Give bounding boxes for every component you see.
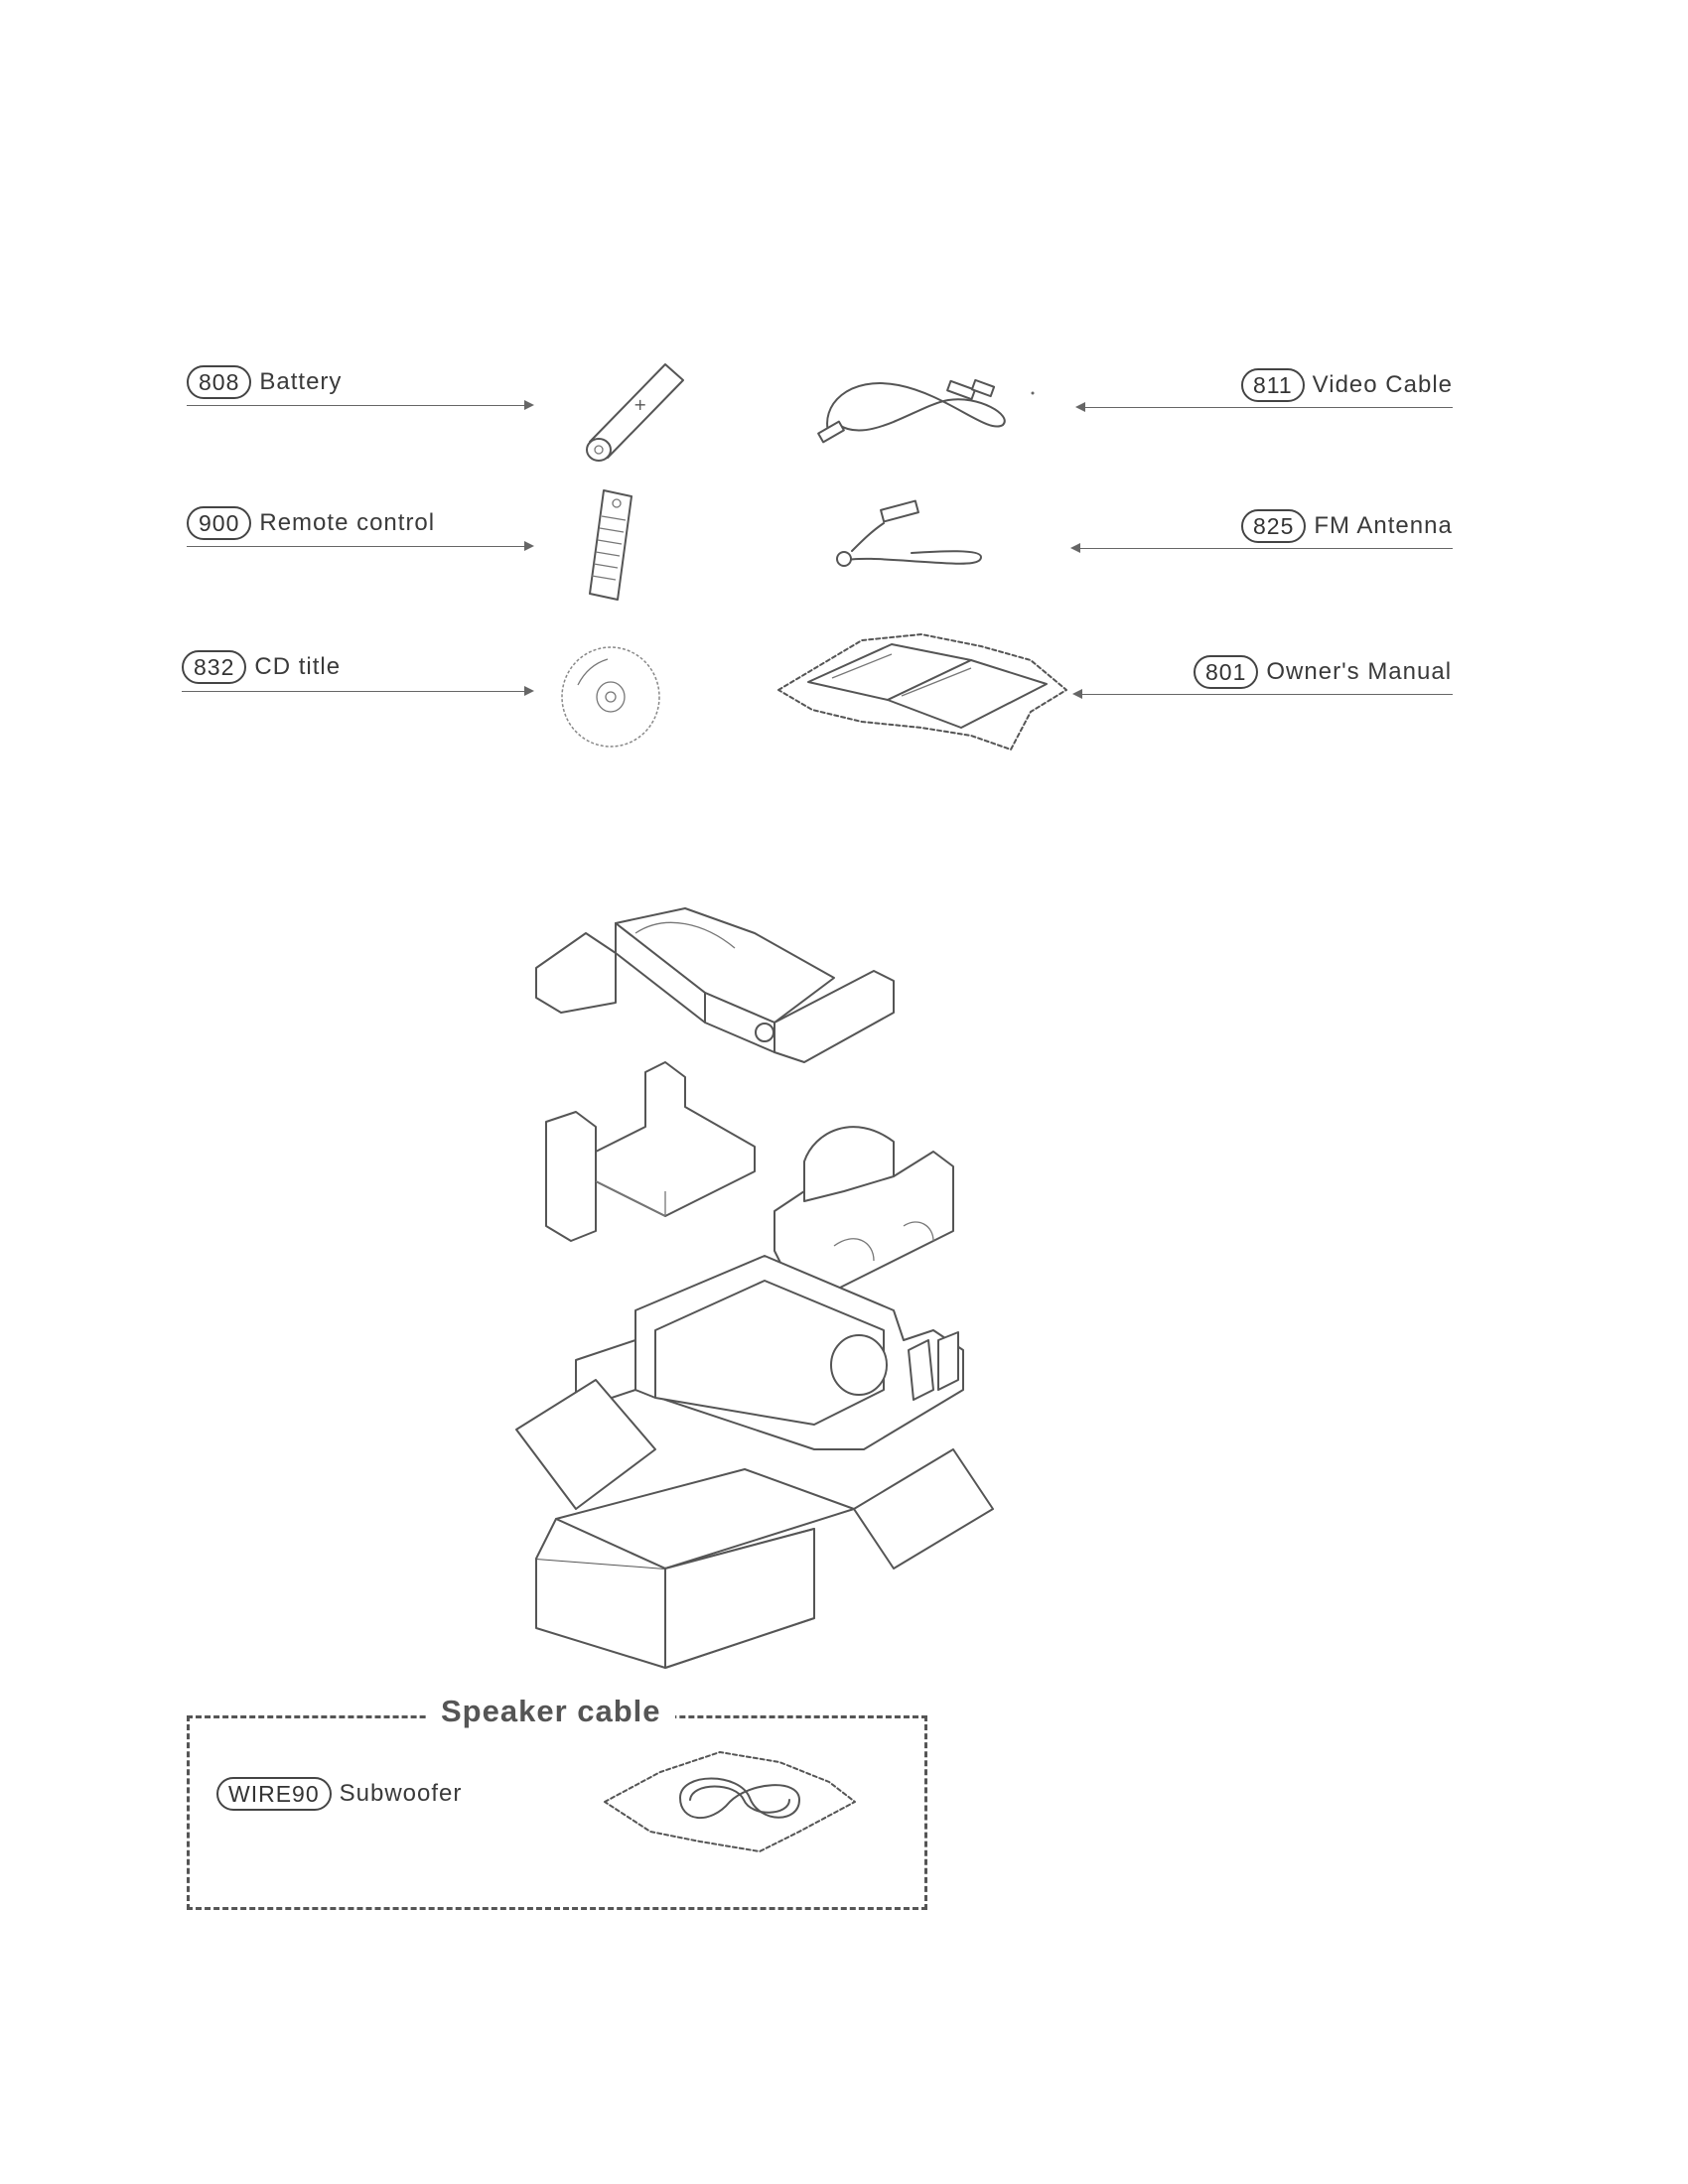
leader-battery: [187, 400, 534, 410]
cd-illustration: [561, 646, 660, 748]
leader-video-cable: [1075, 402, 1453, 412]
speaker-wire-bag-illustration: [604, 1751, 856, 1852]
part-code-owners-manual: 801: [1194, 655, 1259, 689]
callout-video-cable: 811 Video Cable: [1241, 368, 1453, 402]
part-label-cd: CD title: [254, 653, 342, 680]
shipping-carton: [515, 1379, 994, 1669]
main-unit-top-foam: [535, 907, 895, 1063]
battery-illustration: +: [586, 363, 684, 462]
video-cable-illustration: [817, 378, 1035, 444]
part-code-subwoofer-wire: WIRE90: [216, 1777, 332, 1811]
svg-text:+: +: [633, 395, 646, 414]
part-code-remote: 900: [187, 506, 252, 540]
fm-antenna-illustration: [836, 499, 982, 567]
part-code-cd: 832: [182, 650, 247, 684]
leader-owners-manual: [1072, 689, 1453, 699]
left-foam-insert: [545, 1061, 756, 1242]
part-label-video-cable: Video Cable: [1312, 371, 1453, 398]
callout-cd: 832 CD title: [182, 650, 341, 684]
packing-exploded-illustration: [515, 907, 994, 1669]
bottom-foam-tray: [575, 1255, 964, 1450]
callout-battery: 808 Battery: [187, 365, 342, 399]
part-label-remote: Remote control: [259, 509, 436, 536]
remote-control-illustration: [589, 489, 633, 601]
leader-fm-antenna: [1070, 543, 1453, 553]
part-label-owners-manual: Owner's Manual: [1266, 658, 1453, 685]
callout-owners-manual: 801 Owner's Manual: [1194, 655, 1452, 689]
callout-remote: 900 Remote control: [187, 506, 435, 540]
part-label-fm-antenna: FM Antenna: [1314, 512, 1453, 539]
owners-manual-illustration: [777, 633, 1067, 751]
right-foam-insert: [774, 1126, 954, 1292]
callout-fm-antenna: 825 FM Antenna: [1241, 509, 1453, 543]
part-code-battery: 808: [187, 365, 252, 399]
callout-subwoofer-wire: WIRE90 Subwoofer: [216, 1777, 462, 1811]
leader-remote: [187, 541, 534, 551]
part-code-fm-antenna: 825: [1241, 509, 1307, 543]
speaker-cable-title: Speaker cable: [427, 1694, 675, 1729]
part-label-battery: Battery: [259, 368, 343, 395]
leader-cd: [182, 686, 534, 696]
part-label-subwoofer-wire: Subwoofer: [339, 1780, 463, 1807]
part-code-video-cable: 811: [1241, 368, 1305, 402]
